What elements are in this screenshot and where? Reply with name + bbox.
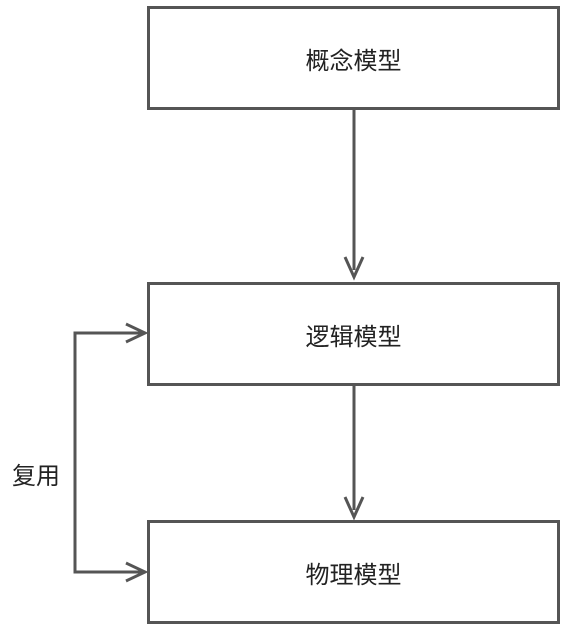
node-logical-label: 逻辑模型: [305, 322, 402, 351]
arrow-logical-to-physical: [343, 385, 365, 521]
node-conceptual-label: 概念模型: [305, 46, 402, 75]
reuse-label: 复用: [12, 462, 60, 490]
node-logical-model: 逻辑模型: [147, 282, 560, 386]
reuse-bracket: [73, 322, 149, 583]
arrow-concept-to-logical: [343, 109, 365, 281]
node-conceptual-model: 概念模型: [147, 6, 560, 110]
node-physical-label: 物理模型: [305, 560, 402, 589]
node-physical-model: 物理模型: [147, 520, 560, 624]
